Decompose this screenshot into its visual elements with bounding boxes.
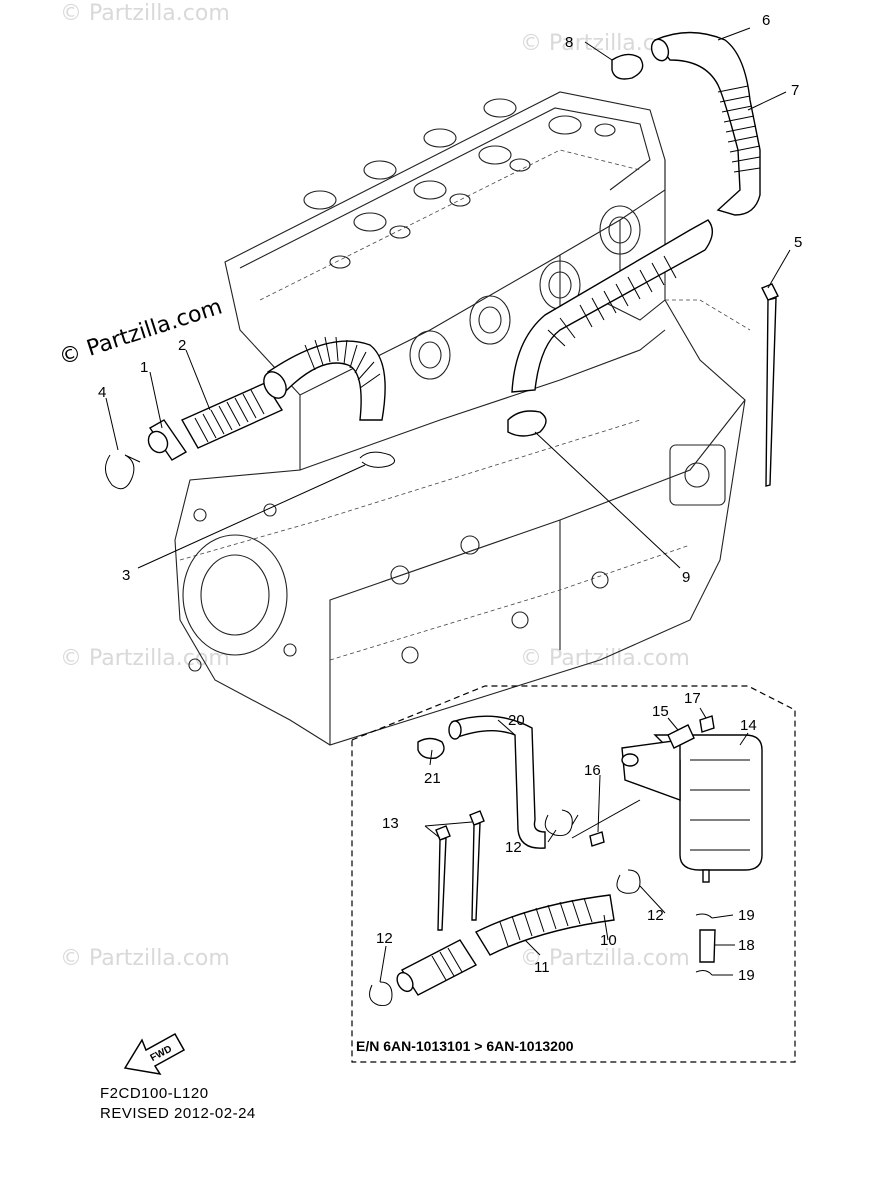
- clip-part-19-lower: [695, 970, 713, 976]
- callout-11: 11: [534, 959, 550, 976]
- callout-5: 5: [794, 234, 802, 251]
- callout-12-upper: 12: [505, 839, 522, 856]
- hose-part-10: [475, 894, 615, 956]
- clip-part-3: [359, 451, 395, 468]
- clip-part-8: [611, 53, 644, 80]
- callout-14: 14: [740, 717, 757, 734]
- callout-2: 2: [178, 337, 186, 354]
- callout-21: 21: [424, 770, 441, 787]
- clip-part-4: [105, 454, 141, 490]
- callout-12-right: 12: [647, 907, 664, 924]
- clip-part-12: [544, 809, 579, 836]
- elbow-hose: [267, 340, 386, 421]
- breather-hoses-main: [105, 31, 779, 490]
- callout-19-lower: 19: [738, 967, 755, 984]
- watermark: © Partzilla.com: [520, 946, 690, 971]
- watermark: © Partzilla.com: [520, 646, 690, 671]
- callout-labels: 1 2 3 4 5 6 7 8 9 10 11 12 12 12 13 14 1…: [98, 12, 802, 984]
- callout-6: 6: [762, 12, 770, 29]
- fwd-arrow-icon: FWD: [123, 1032, 186, 1076]
- callout-9: 9: [682, 569, 690, 586]
- callout-8: 8: [565, 34, 573, 51]
- engine-number-note: E/N 6AN-1013101 > 6AN-1013200: [356, 1038, 574, 1054]
- callout-1: 1: [140, 359, 148, 376]
- diagram-code: F2CD100-L120: [100, 1085, 209, 1102]
- callout-12-left: 12: [376, 930, 393, 947]
- callout-18: 18: [738, 937, 755, 954]
- separator-part-14: [653, 734, 763, 871]
- callout-20: 20: [508, 712, 525, 729]
- hose-part-18: [699, 929, 716, 963]
- watermark: © Partzilla.com: [60, 946, 230, 971]
- clip-part-19: [695, 913, 713, 919]
- watermark: © Partzilla.com: [60, 1, 230, 26]
- hose-lower: [511, 219, 713, 393]
- hose-part-2: [181, 382, 284, 449]
- tie-part-5: [761, 283, 779, 301]
- callout-10: 10: [600, 932, 617, 949]
- callout-7: 7: [791, 82, 799, 99]
- clip-part-12-right: [616, 869, 641, 894]
- hose-part-20: [451, 715, 546, 849]
- clip-part-9: [507, 410, 547, 437]
- callout-15: 15: [652, 703, 669, 720]
- callout-17: 17: [684, 690, 701, 707]
- callout-4: 4: [98, 384, 106, 401]
- inset-box: [351, 685, 796, 1063]
- leader-lines: [105, 27, 791, 983]
- callout-19-upper: 19: [738, 907, 755, 924]
- callout-3: 3: [122, 567, 130, 584]
- clip-part-21: [417, 737, 445, 760]
- watermark: © Partzilla.com: [60, 646, 230, 671]
- revision-date: REVISED 2012-02-24: [100, 1105, 256, 1122]
- callout-16: 16: [584, 762, 601, 779]
- hose-part-6: [653, 31, 761, 216]
- clip-part-12-left: [369, 981, 393, 1006]
- callout-13: 13: [382, 815, 399, 832]
